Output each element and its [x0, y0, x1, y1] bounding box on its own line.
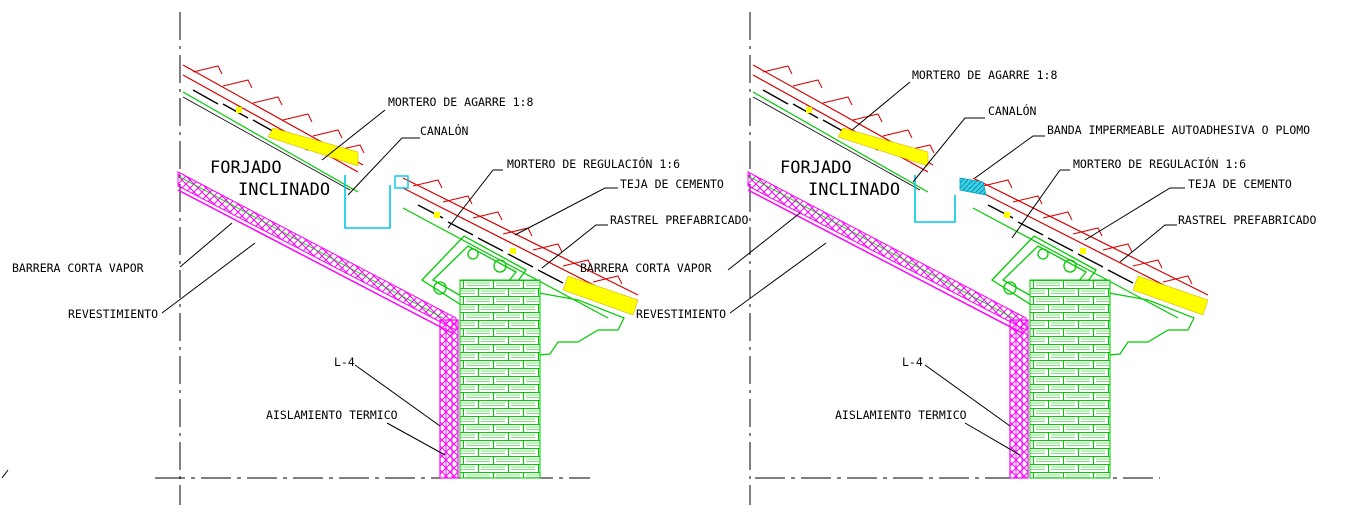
label-forjado: FORJADO: [210, 158, 282, 178]
label-mortero-regulacion: MORTERO DE REGULACIÓN 1:6: [1073, 156, 1246, 171]
label-mortero-agarre: MORTERO DE AGARRE 1:8: [388, 95, 533, 109]
label-canalon: CANALÓN: [420, 123, 469, 138]
label-canalon: CANALÓN: [988, 103, 1037, 118]
waterproof-band: [959, 177, 987, 196]
label-barrera-corta-vapor: BARRERA CORTA VAPOR: [12, 261, 144, 275]
label-mortero-agarre: MORTERO DE AGARRE 1:8: [912, 68, 1057, 82]
label-revestimiento: REVESTIMIENTO: [68, 307, 158, 321]
gutter: [914, 175, 956, 223]
label-inclinado: INCLINADO: [238, 180, 330, 200]
gutter: [344, 175, 391, 229]
gutter-top: [394, 175, 409, 189]
label-revestimiento: REVESTIMIENTO: [636, 307, 726, 321]
label-l4: L-4: [902, 355, 923, 369]
label-teja-cemento: TEJA DE CEMENTO: [1188, 177, 1292, 191]
label-l4: L-4: [334, 355, 355, 369]
label-forjado: FORJADO: [780, 158, 852, 178]
label-aislamiento: AISLAMIENTO TERMICO: [266, 408, 398, 422]
right-detail: [747, 64, 1209, 479]
label-teja-cemento: TEJA DE CEMENTO: [620, 177, 724, 191]
frame-lines: [1, 12, 1160, 505]
label-aislamiento: AISLAMIENTO TERMICO: [835, 408, 967, 422]
label-mortero-regulacion: MORTERO DE REGULACIÓN 1:6: [507, 156, 680, 171]
label-banda-impermeable: BANDA IMPERMEABLE AUTOADHESIVA O PLOMO: [1047, 123, 1310, 137]
label-rastrel: RASTREL PREFABRICADO: [1178, 213, 1317, 227]
left-detail: [177, 64, 639, 479]
label-barrera-corta-vapor-2: BARRERA CORTA VAPOR: [580, 261, 712, 275]
left-labels: MORTERO DE AGARRE 1:8 CANALÓN FORJADO IN…: [12, 95, 749, 422]
label-rastrel: RASTREL PREFABRICADO: [610, 213, 749, 227]
leader-lines: [161, 81, 1185, 456]
right-labels: MORTERO DE AGARRE 1:8 CANALÓN BANDA IMPE…: [636, 68, 1317, 422]
label-inclinado: INCLINADO: [808, 180, 900, 200]
